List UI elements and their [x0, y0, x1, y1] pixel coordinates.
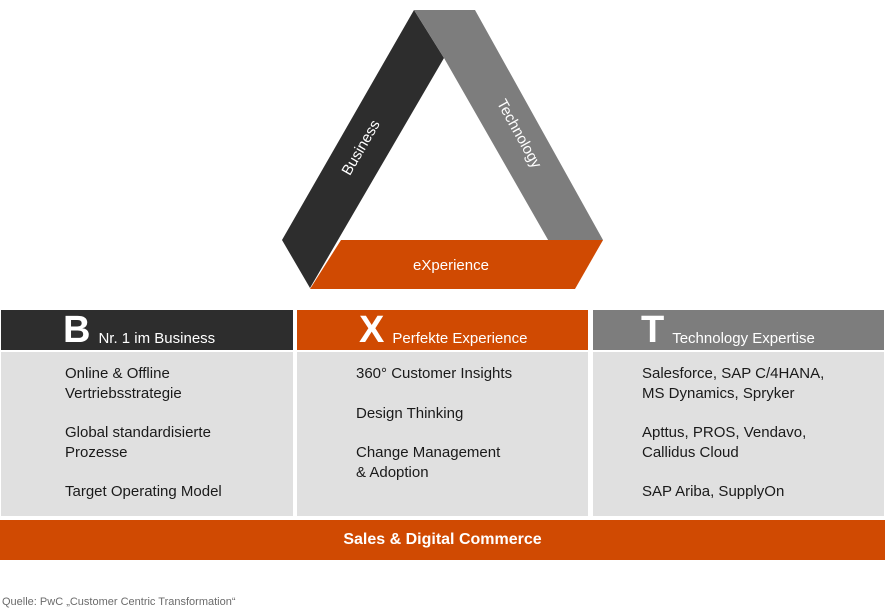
experience-letter: X	[359, 309, 385, 351]
technology-item-2-line-1: Apttus, PROS, Vendavo,	[642, 424, 807, 441]
technology-column-header: T Technology Expertise	[593, 310, 884, 350]
business-title: Nr. 1 im Business	[98, 329, 216, 347]
experience-column-header: X Perfekte Experience	[297, 310, 588, 350]
list-item: Target Operating Model	[65, 482, 293, 502]
business-band	[282, 10, 444, 288]
list-item: Change Management & Adoption	[356, 443, 588, 482]
experience-column-body: 360° Customer Insights Design Thinking C…	[297, 352, 588, 516]
technology-column-body: Salesforce, SAP C/4HANA, MS Dynamics, Sp…	[593, 352, 884, 516]
bxt-triangle-graphic: Business Technology eXperience	[282, 10, 603, 289]
business-item-1-line-1: Online & Offline	[65, 365, 170, 382]
sales-digital-commerce-bar: Sales & Digital Commerce	[0, 520, 885, 560]
technology-title: Technology Expertise	[672, 329, 815, 347]
list-item: Apttus, PROS, Vendavo, Callidus Cloud	[642, 423, 884, 462]
experience-item-2-line-1: Design Thinking	[356, 404, 464, 422]
list-item: 360° Customer Insights	[356, 364, 588, 384]
source-note: Quelle: PwC „Customer Centric Transforma…	[2, 596, 236, 608]
technology-item-2-line-2: Callidus Cloud	[642, 443, 739, 461]
business-item-3-line-1: Target Operating Model	[65, 483, 222, 500]
list-item: Design Thinking	[356, 404, 588, 424]
list-item: Global standardisierte Prozesse	[65, 423, 293, 462]
experience-item-3-line-2: & Adoption	[356, 463, 429, 481]
technology-item-1-line-2: MS Dynamics, Spryker	[642, 384, 795, 402]
technology-item-3-line-1: SAP Ariba, SupplyOn	[642, 483, 785, 500]
technology-item-1-line-1: Salesforce, SAP C/4HANA,	[642, 365, 825, 382]
business-item-2-line-1: Global standardisierte	[65, 424, 211, 441]
business-item-1-line-2: Vertriebsstrategie	[65, 384, 182, 402]
experience-item-3-line-1: Change Management	[356, 444, 501, 461]
technology-band	[414, 10, 603, 287]
experience-label: eXperience	[413, 257, 489, 274]
business-letter: B	[63, 309, 91, 351]
list-item: SAP Ariba, SupplyOn	[642, 482, 884, 502]
business-item-2-line-2: Prozesse	[65, 443, 128, 461]
experience-band	[310, 240, 603, 289]
experience-title: Perfekte Experience	[392, 329, 528, 347]
list-item: Salesforce, SAP C/4HANA, MS Dynamics, Sp…	[642, 364, 884, 403]
list-item: Online & Offline Vertriebsstrategie	[65, 364, 293, 403]
business-column-header: B Nr. 1 im Business	[1, 310, 293, 350]
technology-letter: T	[641, 309, 665, 351]
experience-item-1-line-1: 360° Customer Insights	[356, 365, 513, 382]
business-column-body: Online & Offline Vertriebsstrategie Glob…	[1, 352, 293, 516]
